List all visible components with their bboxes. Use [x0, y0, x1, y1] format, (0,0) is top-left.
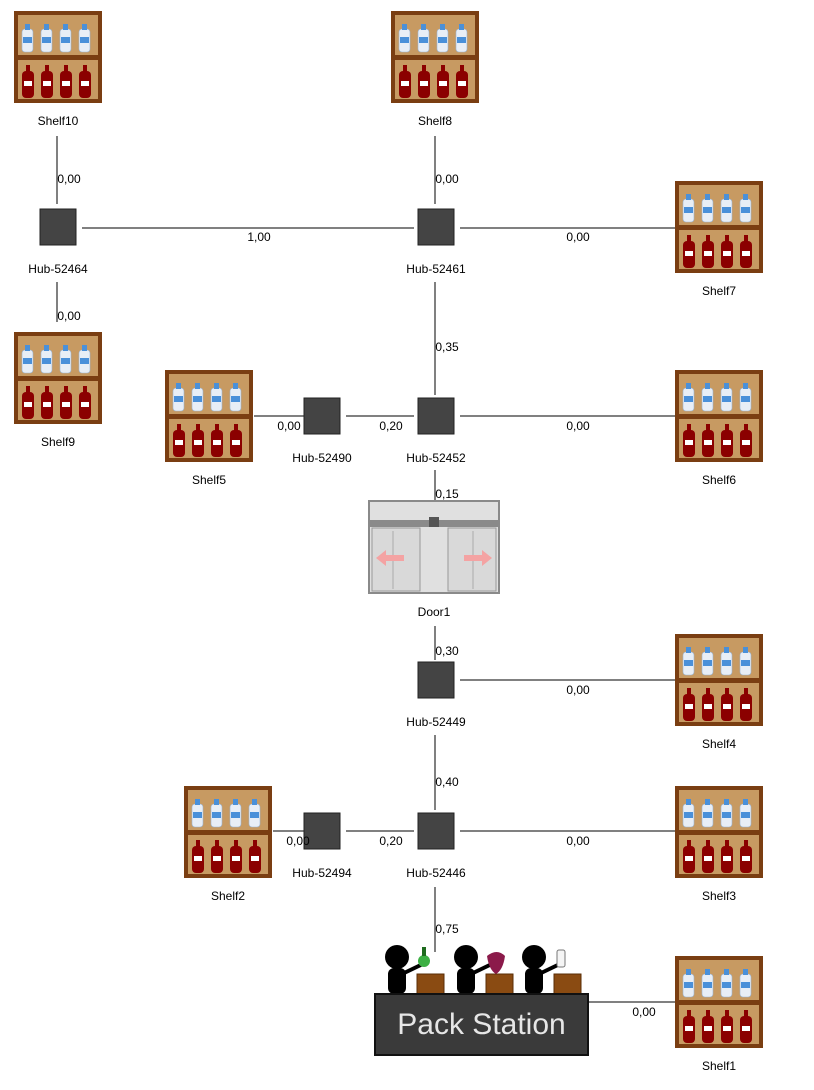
hub-label: Hub-52452 — [406, 451, 466, 465]
edge-weight-label: 0,00 — [286, 834, 310, 848]
hub-node-hub52490[interactable] — [303, 397, 341, 435]
grapes-icon — [487, 952, 505, 974]
shelf-label: Shelf8 — [417, 114, 453, 128]
shelf-node-shelf3[interactable] — [674, 785, 764, 879]
hub-label: Hub-52464 — [28, 262, 88, 276]
shelf-label: Shelf2 — [210, 889, 246, 903]
edge-weight-label: 0,00 — [632, 1005, 656, 1019]
shelf-node-shelf1[interactable] — [674, 955, 764, 1049]
edge-weight-label: 0,00 — [566, 834, 590, 848]
shelf-node-shelf9[interactable] — [13, 331, 103, 425]
hub-node-hub52494[interactable] — [303, 812, 341, 850]
shelf-node-shelf8[interactable] — [390, 10, 480, 104]
shelf-label: Shelf1 — [701, 1059, 737, 1073]
milk-bottle-icon — [556, 949, 566, 968]
shelf-node-shelf6[interactable] — [674, 369, 764, 463]
edge-weight-label: 0,00 — [277, 419, 301, 433]
door-label: Door1 — [417, 605, 451, 619]
shelf-node-shelf5[interactable] — [164, 369, 254, 463]
hub-node-hub52452[interactable] — [417, 397, 455, 435]
shelf-node-shelf4[interactable] — [674, 633, 764, 727]
edge-weight-label: 0,00 — [566, 683, 590, 697]
shelf-label: Shelf5 — [191, 473, 227, 487]
hub-label: Hub-52490 — [292, 451, 352, 465]
arrow-right-icon — [464, 550, 492, 566]
edge-weight-label: 0,00 — [566, 230, 590, 244]
edge-weight-label: 0,75 — [435, 922, 459, 936]
shelf-label: Shelf9 — [40, 435, 76, 449]
nodes-layer — [13, 10, 764, 1056]
shelf-label: Shelf10 — [37, 114, 79, 128]
edge-weight-label: 0,40 — [435, 775, 459, 789]
pack-station-node[interactable] — [374, 945, 589, 1056]
edge-weight-label: 1,00 — [247, 230, 271, 244]
edge-weight-label: 0,00 — [566, 419, 590, 433]
hub-label: Hub-52449 — [406, 715, 466, 729]
edges-layer — [56, 136, 675, 1003]
shelf-node-shelf7[interactable] — [674, 180, 764, 274]
edge-weight-label: 0,00 — [435, 172, 459, 186]
edge-weight-label: 0,20 — [379, 834, 403, 848]
pack-station-label: Pack Station — [397, 1008, 566, 1041]
shelf-node-shelf2[interactable] — [183, 785, 273, 879]
edge-weight-label: 0,30 — [435, 644, 459, 658]
shelf-label: Shelf3 — [701, 889, 737, 903]
hub-node-hub52449[interactable] — [417, 661, 455, 699]
arrow-left-icon — [376, 550, 404, 566]
door-node[interactable] — [368, 500, 500, 594]
shelf-label: Shelf7 — [701, 284, 737, 298]
shelf-label: Shelf6 — [701, 473, 737, 487]
hub-label: Hub-52494 — [292, 866, 352, 880]
edge-weight-label: 0,35 — [435, 340, 459, 354]
wine-bottle-icon — [418, 947, 430, 967]
edge-weight-label: 0,00 — [57, 172, 81, 186]
shelf-node-shelf10[interactable] — [13, 10, 103, 104]
edge-weight-label: 0,00 — [57, 309, 81, 323]
hub-label: Hub-52446 — [406, 866, 466, 880]
shelf-label: Shelf4 — [701, 737, 737, 751]
hub-node-hub52446[interactable] — [417, 812, 455, 850]
hub-node-hub52464[interactable] — [39, 208, 77, 246]
edge-weight-label: 0,20 — [379, 419, 403, 433]
edge-weight-label: 0,15 — [435, 487, 459, 501]
hub-label: Hub-52461 — [406, 262, 466, 276]
hub-node-hub52461[interactable] — [417, 208, 455, 246]
